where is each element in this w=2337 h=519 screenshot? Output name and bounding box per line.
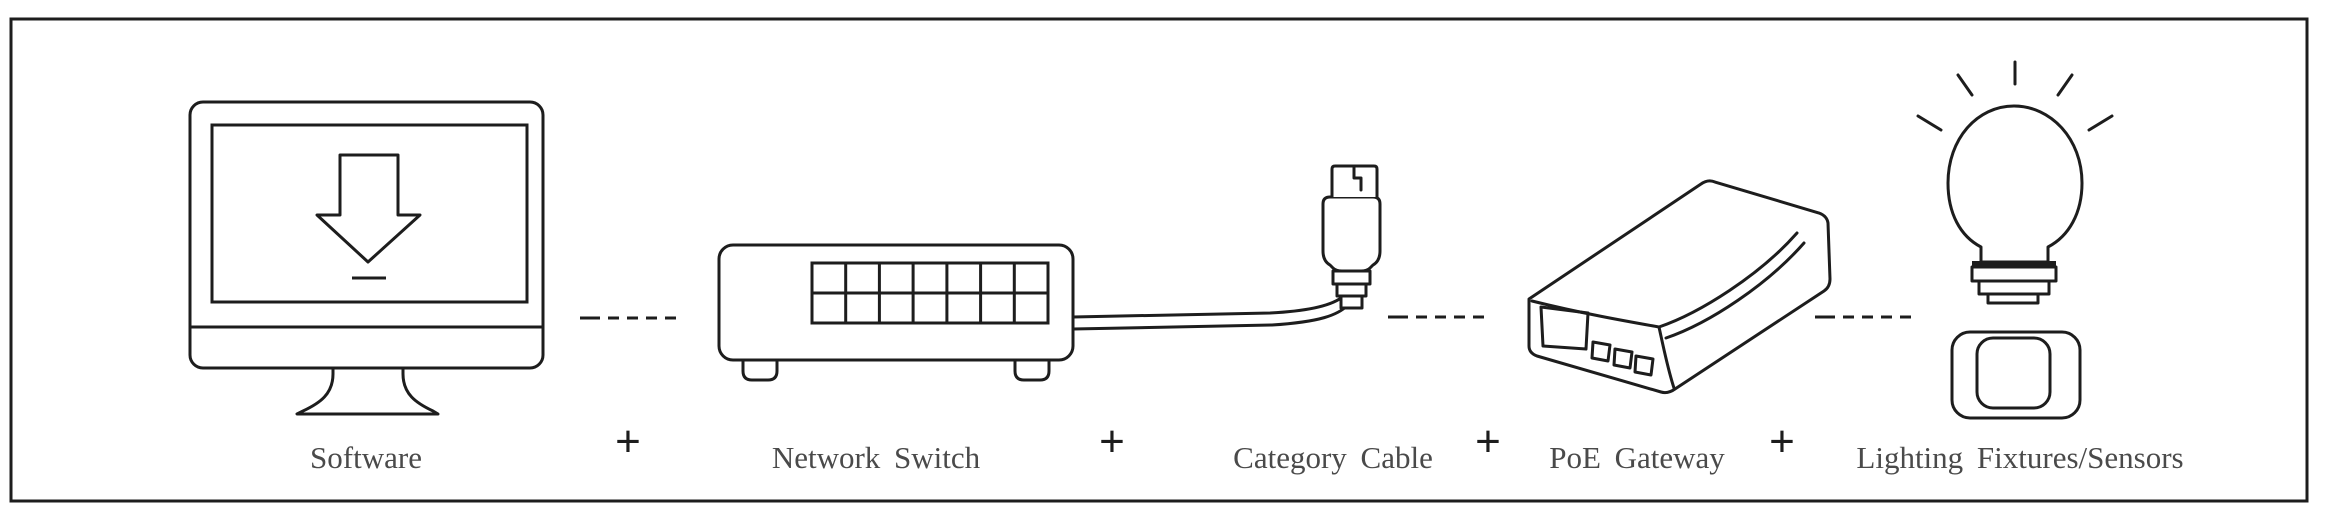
light-bulb-and-sensor-icon	[1916, 60, 2114, 420]
gateway-front-edge	[1530, 299, 1661, 329]
monitor-screen	[210, 123, 529, 304]
light-bulb-icon	[1916, 60, 2114, 305]
ethernet-cable-plug-icon	[1071, 164, 1382, 331]
bulb-ray-left	[1916, 114, 1943, 132]
bulb-screw-band-2	[1977, 279, 2051, 296]
bulb-screw-band-3	[1986, 292, 2040, 305]
sensor-icon	[1950, 330, 2082, 420]
monitor-stand	[295, 366, 440, 416]
plug-strain-relief-2	[1335, 282, 1368, 298]
download-arrow-icon	[315, 153, 422, 264]
label-lighting-fixtures: Lighting Fixtures/Sensors	[1856, 440, 2183, 475]
bulb-screw-band-1	[1970, 265, 2058, 283]
switch-foot-right	[1013, 358, 1051, 382]
plug-body	[1321, 195, 1382, 273]
bulb-glass	[1946, 104, 2084, 264]
plus-separator-2: +	[1099, 417, 1125, 466]
bulb-collar	[1972, 261, 2056, 267]
gateway-display	[1539, 305, 1590, 351]
gateway-side-divider	[1657, 325, 1676, 390]
bulb-ray-upper-right	[2056, 73, 2074, 97]
bulb-ray-upper-left	[1956, 73, 1974, 97]
plus-separator-4: +	[1769, 417, 1795, 466]
monitor-body	[188, 100, 545, 370]
cable-cord-top	[1071, 296, 1343, 319]
switch-foot-left	[741, 358, 779, 382]
label-software: Software	[310, 440, 422, 475]
gateway-button-1	[1590, 340, 1612, 363]
diagram-border	[9, 17, 2309, 503]
network-switch-icon	[717, 243, 1075, 382]
sensor-inner	[1975, 336, 2052, 410]
gateway-outline	[1527, 179, 1832, 395]
gateway-button-2	[1612, 347, 1634, 370]
bulb-ray-right	[2087, 114, 2114, 132]
plug-strain-relief-3	[1339, 294, 1364, 310]
gateway-button-3	[1633, 354, 1655, 377]
switch-port-grid	[810, 261, 1050, 325]
label-category-cable: Category Cable	[1233, 440, 1433, 475]
gateway-ridge-line-1	[1657, 231, 1799, 329]
poe-gateway-icon	[1527, 179, 1832, 395]
sensor-outer	[1950, 330, 2082, 420]
label-poe-gateway: PoE Gateway	[1549, 440, 1725, 475]
plug-clip-notch	[1352, 164, 1363, 192]
software-monitor-icon	[188, 100, 545, 416]
plug-strain-relief-1	[1331, 269, 1372, 286]
plus-separator-1: +	[615, 417, 641, 466]
label-network-switch: Network Switch	[772, 440, 981, 475]
switch-body	[717, 243, 1075, 362]
plus-separator-3: +	[1475, 417, 1501, 466]
gateway-ridge-line-2	[1664, 241, 1806, 340]
